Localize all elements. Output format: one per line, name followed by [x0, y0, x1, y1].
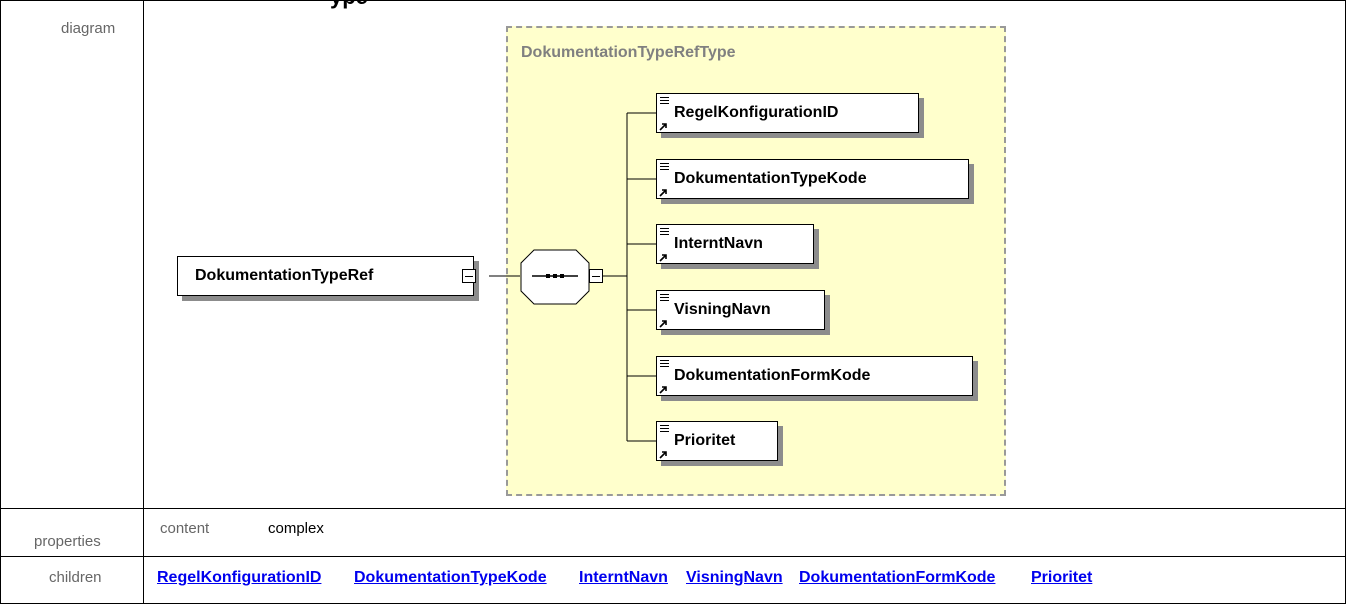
table-top-border	[0, 0, 1346, 1]
child-element-label: RegelKonfigurationID	[674, 104, 839, 121]
reference-arrow-icon	[659, 189, 667, 197]
child-element-dokumentationtypekode[interactable]: DokumentationTypeKode	[656, 159, 969, 199]
row-label-children: children	[49, 569, 102, 586]
complex-type-name: DokumentationTypeRefType	[521, 44, 736, 61]
lines-icon	[660, 97, 669, 104]
lines-icon	[660, 294, 669, 301]
child-element-interntnavn[interactable]: InterntNavn	[656, 224, 814, 264]
row-divider	[0, 508, 1346, 509]
child-link-dokumentationformkode[interactable]: DokumentationFormKode	[799, 569, 996, 586]
child-element-label: VisningNavn	[674, 301, 771, 318]
child-link-regelkonfigurationid[interactable]: RegelKonfigurationID	[157, 569, 322, 586]
child-element-prioritet[interactable]: Prioritet	[656, 421, 778, 461]
property-value: complex	[268, 520, 324, 537]
child-element-dokumentationformkode[interactable]: DokumentationFormKode	[656, 356, 973, 396]
root-element[interactable]: DokumentationTypeRef	[177, 256, 474, 296]
child-element-label: DokumentationFormKode	[674, 367, 871, 384]
lines-icon	[660, 228, 669, 235]
lines-icon	[660, 360, 669, 367]
child-link-interntnavn[interactable]: InterntNavn	[579, 569, 668, 586]
lines-icon	[660, 163, 669, 170]
property-key: content	[160, 520, 210, 537]
root-element-label: DokumentationTypeRef	[195, 267, 374, 284]
child-link-prioritet[interactable]: Prioritet	[1031, 569, 1093, 586]
reference-arrow-icon	[659, 123, 667, 131]
child-element-label: Prioritet	[674, 432, 736, 449]
reference-arrow-icon	[659, 254, 667, 262]
row-label-diagram: diagram	[61, 20, 116, 37]
reference-arrow-icon	[659, 451, 667, 459]
child-link-visningnavn[interactable]: VisningNavn	[686, 569, 783, 586]
child-element-visningnavn[interactable]: VisningNavn	[656, 290, 825, 330]
sequence-icon[interactable]	[520, 249, 590, 305]
reference-arrow-icon	[659, 386, 667, 394]
row-divider	[0, 556, 1346, 557]
collapse-icon[interactable]	[589, 269, 603, 283]
element-heading: ype	[330, 0, 368, 10]
table-left-border	[0, 0, 1, 604]
child-element-regelkonfigurationid[interactable]: RegelKonfigurationID	[656, 93, 919, 133]
child-element-label: InterntNavn	[674, 235, 763, 252]
row-label-properties: properties	[34, 533, 101, 550]
child-link-dokumentationtypekode[interactable]: DokumentationTypeKode	[354, 569, 547, 586]
child-element-label: DokumentationTypeKode	[674, 170, 867, 187]
column-divider	[143, 0, 144, 604]
lines-icon	[660, 425, 669, 432]
collapse-icon[interactable]	[462, 269, 476, 283]
reference-arrow-icon	[659, 320, 667, 328]
